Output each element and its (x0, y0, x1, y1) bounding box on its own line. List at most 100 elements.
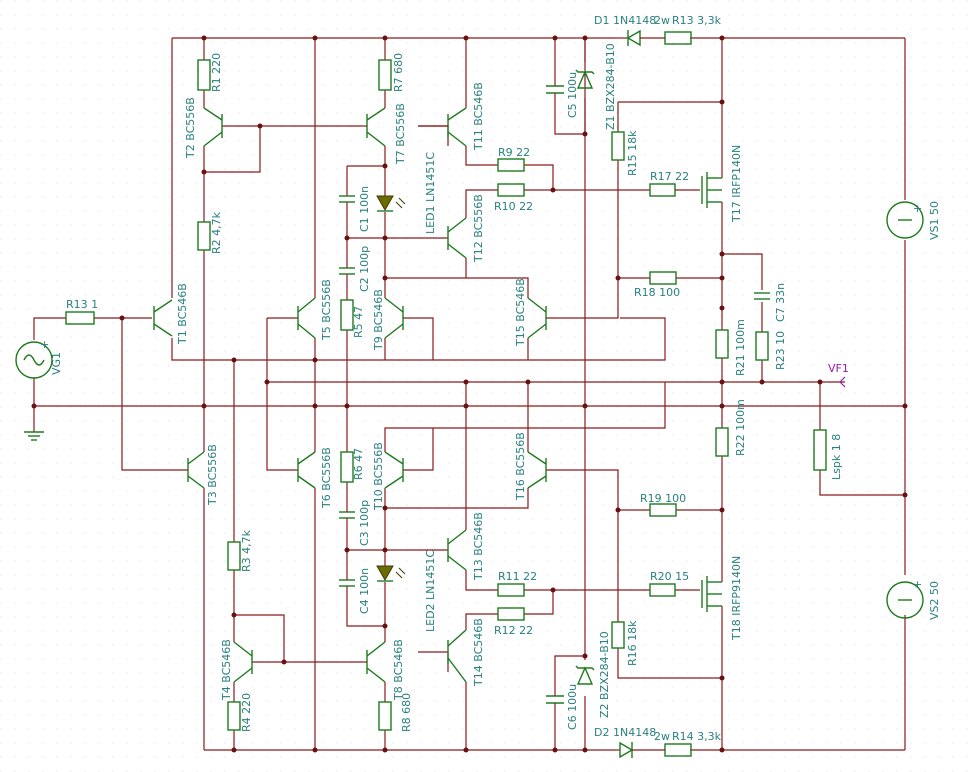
label-c5: C5 100u (566, 72, 579, 118)
transistor-t5 (297, 297, 316, 339)
label-t3: T3 BC556B (206, 444, 219, 506)
resistor-r5 (340, 299, 354, 331)
resistor-r8 (378, 701, 392, 731)
label-vs2-plus: + (913, 578, 922, 591)
label-t9: T9 BC546B (372, 289, 385, 351)
sources (15, 201, 924, 619)
resistor-r12 (497, 607, 525, 621)
resistor-r1 (197, 59, 211, 91)
transistor-t7 (362, 107, 386, 147)
inductor-lspk (813, 429, 827, 471)
label-t10: T10 BC556B (372, 442, 385, 511)
transistors (153, 107, 723, 683)
label-vg1: VG1 (50, 352, 63, 375)
label-led2: LED2 LN1451C (424, 550, 437, 632)
label-t14: T14 BC546B (472, 618, 485, 687)
label-pw2: 2w (654, 730, 670, 743)
resistor-r18 (649, 271, 677, 285)
label-t6: T6 BC556B (320, 447, 333, 509)
zener-z2 (575, 665, 595, 685)
label-t13: T13 BC546B (472, 512, 485, 581)
led-led1 (376, 195, 406, 212)
label-r2: R2 4,7k (210, 211, 223, 254)
resistor-r15 (611, 131, 625, 161)
label-c1: C1 100n (358, 186, 371, 232)
label-t1: T1 BC546B (176, 283, 189, 345)
transistor-t9 (384, 297, 404, 339)
transistor-t3 (187, 451, 205, 489)
label-r15: R15 18k (626, 130, 639, 176)
label-r16: R16 18k (626, 620, 639, 666)
transistor-t17 (701, 160, 723, 222)
ground-symbol (24, 431, 44, 441)
label-r22: R22 100m (734, 399, 747, 456)
diode-d1 (615, 29, 665, 47)
label-z1: Z1 BZX284-B10 (604, 43, 617, 130)
label-t17: T17 IRFP140N (730, 145, 743, 223)
resistor-r16 (611, 621, 625, 649)
transistor-t12 (447, 217, 467, 259)
label-r18: R18 100 (634, 286, 680, 299)
label-t15: T15 BC546B (514, 278, 527, 347)
label-r11: R11 22 (498, 570, 537, 583)
label-z2: Z2 BZX284-B10 (598, 631, 611, 718)
transistor-t1 (153, 299, 173, 337)
label-vs1: VS1 50 (928, 201, 941, 240)
label-t16: T16 BC556B (514, 432, 527, 501)
label-c3: C3 100p (358, 500, 371, 546)
resistor-r13-input (65, 311, 95, 325)
voltage-source-vs1 (886, 201, 924, 239)
zener-z1 (575, 69, 595, 89)
label-r13-input: R13 1 (66, 298, 98, 311)
capacitor-c2 (339, 262, 355, 286)
label-r19: R19 100 (640, 492, 686, 505)
resistor-r23 (755, 331, 769, 361)
led-led2 (376, 565, 406, 582)
diode-d2 (615, 741, 665, 759)
label-t11: T11 BC546B (472, 82, 485, 151)
transistor-t4 (233, 641, 253, 683)
label-r10: R10 22 (494, 200, 533, 213)
label-c6: C6 100u (566, 684, 579, 730)
resistor-r2 (197, 221, 211, 251)
resistor-r21 (715, 329, 729, 359)
label-r17: R17 22 (650, 170, 689, 183)
wires (33, 37, 906, 751)
label-t5: T5 BC556B (320, 279, 333, 341)
label-c2: C2 100p (358, 246, 371, 292)
capacitors (339, 80, 770, 710)
capacitor-c1 (339, 195, 355, 222)
resistor-r3 (227, 541, 241, 571)
junction-dots (31, 35, 908, 753)
resistor-r10 (497, 183, 525, 197)
resistor-r4 (227, 701, 241, 731)
label-vs1-plus: + (913, 202, 922, 215)
transistor-t10 (384, 451, 404, 489)
transistor-t11 (418, 107, 467, 147)
resistor-r17 (649, 183, 676, 197)
label-d2: D2 1N4148 (594, 726, 656, 739)
label-r5: R5 47 (352, 306, 365, 338)
label-r14: R14 3,3k (672, 730, 722, 743)
voltage-source-vs2 (886, 581, 924, 619)
label-r13: R13 3,3k (672, 14, 722, 27)
resistor-r20 (649, 583, 676, 597)
label-t18: T18 IRFP9140N (730, 556, 743, 641)
label-r3: R3 4,7k (240, 529, 253, 572)
resistor-r19 (649, 503, 677, 517)
transistor-t2 (203, 107, 223, 147)
label-r6: R6 47 (352, 448, 365, 480)
label-c7: C7 33n (774, 283, 787, 322)
label-r12: R12 22 (494, 624, 533, 637)
label-led1: LED1 LN1451C (424, 152, 437, 234)
label-r4: R4 220 (240, 693, 253, 732)
capacitor-c6 (546, 690, 564, 710)
label-d1: D1 1N4148 (594, 14, 656, 27)
capacitor-c5 (546, 80, 564, 100)
resistor-r9 (497, 158, 525, 172)
resistor-r6 (340, 451, 354, 483)
capacitor-c3 (339, 506, 355, 530)
label-r1: R1 220 (210, 53, 223, 92)
transistor-t8 (362, 641, 386, 683)
